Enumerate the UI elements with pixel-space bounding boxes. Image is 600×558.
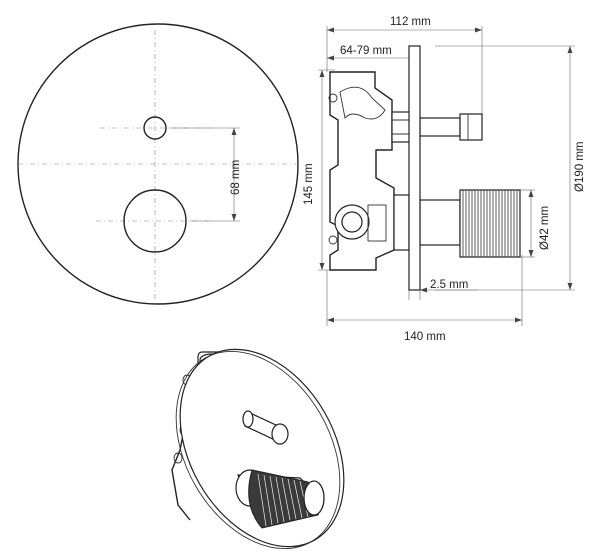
diverter-button-side (459, 113, 483, 141)
dim-handle-spacing: 68 mm (230, 160, 242, 195)
diverter-button-iso (271, 423, 289, 445)
cover-plate-side (408, 45, 421, 291)
dim-plate-diameter: Ø190 mm (574, 142, 586, 193)
diverter-button-front (143, 116, 167, 140)
valve-body-side (329, 71, 395, 271)
dim-knob-diameter: Ø42 mm (539, 206, 551, 250)
front-view: 68 mm (17, 23, 300, 305)
dim-body-height: 145 mm (303, 163, 315, 205)
dim-plate-thickness: 2.5 mm (430, 279, 468, 291)
dim-depth-range: 64-79 mm (340, 45, 392, 57)
knob-knurling (462, 190, 518, 257)
isometric-view (171, 348, 345, 550)
mixer-knob-front (123, 189, 187, 253)
dim-body-width: 140 mm (404, 331, 446, 343)
dim-depth-total: 112 mm (390, 16, 431, 28)
side-view: 112 mm 64-79 mm Ø190 mm 145 mm Ø42 mm (303, 16, 586, 343)
